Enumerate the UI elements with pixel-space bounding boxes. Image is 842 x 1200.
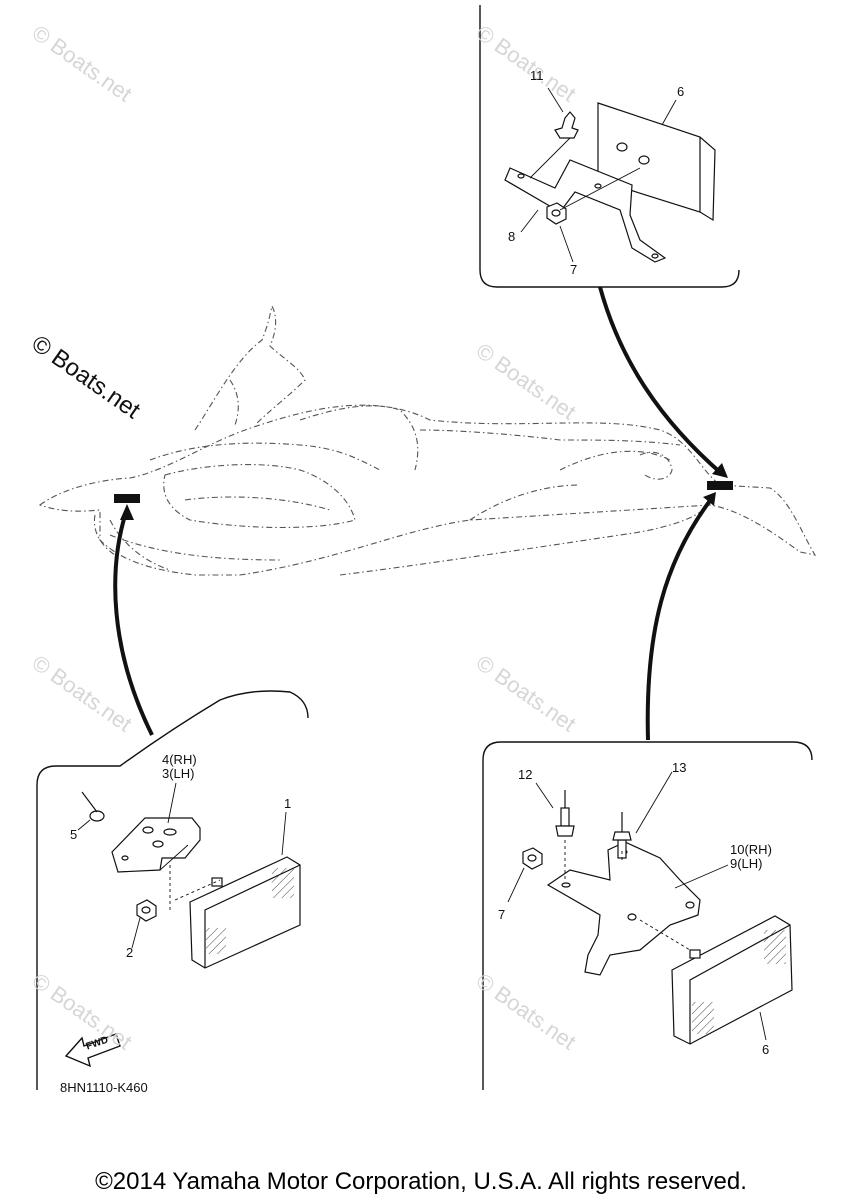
- snowmobile-outline: [38, 304, 817, 576]
- callout-7: 7: [570, 262, 578, 277]
- callout-2: 2: [126, 945, 134, 960]
- callout-4-rh: 4(RH): [162, 752, 197, 767]
- callout-6: 6: [677, 84, 685, 99]
- diagram-code: 8HN1110-K460: [60, 1080, 148, 1095]
- right-detail-parts: [522, 790, 793, 1045]
- callout-7: 7: [498, 907, 506, 922]
- pointer-arrows: [113, 286, 724, 741]
- callout-6: 6: [762, 1042, 770, 1057]
- callout-12: 12: [518, 767, 533, 782]
- right-detail-frame: [482, 741, 813, 1090]
- front-mount-marker: [114, 494, 140, 503]
- top-detail-frame: [479, 5, 740, 288]
- callout-13: 13: [672, 760, 687, 775]
- callout-5: 5: [70, 827, 78, 842]
- callout-11: 11: [530, 68, 544, 83]
- callout-3-lh: 3(LH): [162, 766, 195, 781]
- left-detail-parts: [81, 791, 301, 969]
- callout-10-rh: 10(RH): [730, 842, 772, 857]
- callout-8: 8: [508, 229, 516, 244]
- copyright-notice: ©2014 Yamaha Motor Corporation, U.S.A. A…: [95, 1168, 747, 1195]
- left-detail-frame: [36, 690, 309, 1090]
- callout-9-lh: 9(LH): [730, 856, 763, 871]
- fwd-arrow: [64, 1033, 121, 1068]
- callout-1: 1: [284, 796, 292, 811]
- rear-mount-marker: [707, 481, 733, 490]
- top-detail-parts: [504, 102, 716, 263]
